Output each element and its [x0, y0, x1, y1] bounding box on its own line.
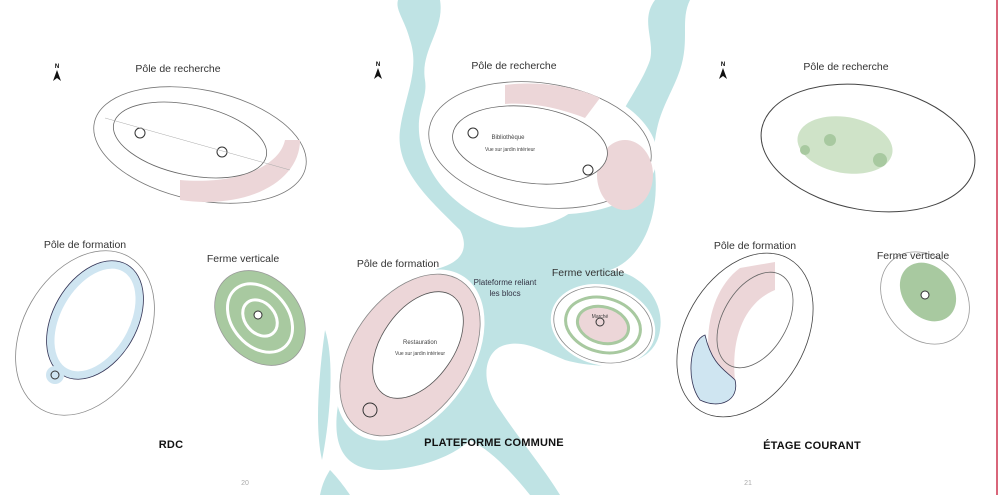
label-research-platform: Pôle de recherche	[471, 60, 557, 72]
label-library: Bibliothèque	[491, 135, 525, 141]
platform-farm-plan	[553, 286, 653, 364]
rdc-research-plan	[93, 86, 307, 204]
label-farm-platform: Ferme verticale	[551, 267, 625, 279]
label-market: Marché	[591, 314, 609, 320]
label-training-rdc: Pôle de formation	[43, 239, 127, 251]
label-garden-view-top: Vue sur jardin intérieur	[484, 147, 536, 153]
label-restaurant: Restauration	[402, 340, 438, 346]
north-arrow-icon: N	[719, 62, 727, 79]
page-number-right: 21	[744, 480, 752, 487]
rdc-farm-plan	[214, 270, 306, 366]
section-title-rdc: RDC	[158, 439, 184, 451]
page-edge-marker	[996, 0, 998, 495]
label-training-floor: Pôle de formation	[713, 240, 797, 252]
svg-text:N: N	[721, 62, 725, 68]
floor-farm-plan	[880, 251, 970, 345]
platform-training-plan	[339, 273, 481, 437]
page-number-left: 20	[241, 480, 249, 487]
svg-text:N: N	[376, 62, 380, 68]
svg-text:N: N	[55, 64, 59, 70]
platform-research-plan	[428, 81, 653, 210]
section-title-platform: PLATEFORME COMMUNE	[424, 437, 564, 449]
floor-research-plan	[760, 83, 976, 213]
label-farm-floor: Ferme verticale	[876, 250, 950, 262]
label-training-platform: Pôle de formation	[356, 258, 440, 270]
north-arrow-icon: N	[53, 64, 61, 81]
section-title-floor: ÉTAGE COURANT	[763, 440, 861, 452]
rdc-training-plan	[15, 250, 155, 416]
label-platform-link: Plateforme reliant les blocs	[473, 278, 537, 298]
label-garden-view-bottom: Vue sur jardin intérieur	[394, 351, 446, 357]
north-arrow-icon: N	[374, 62, 382, 79]
label-research-rdc: Pôle de recherche	[135, 63, 221, 75]
floor-training-plan	[676, 252, 814, 418]
label-research-floor: Pôle de recherche	[803, 61, 889, 73]
label-farm-rdc: Ferme verticale	[206, 253, 280, 265]
